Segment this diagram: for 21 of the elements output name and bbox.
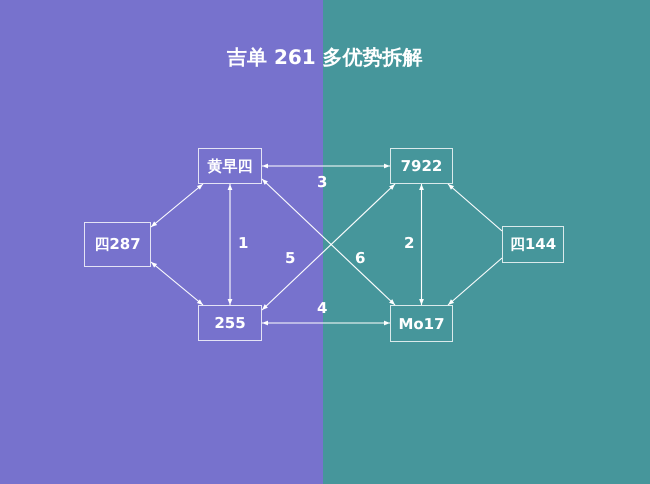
double-arrow — [228, 184, 232, 305]
name-box: 黄早四 — [198, 148, 262, 184]
arrow — [448, 184, 502, 232]
double-arrow — [150, 262, 204, 306]
name-box: Mo17 — [390, 305, 453, 342]
name-box: 四144 — [502, 226, 564, 263]
name-box: 7922 — [390, 148, 453, 184]
edge-label: 3 — [317, 174, 328, 190]
double-arrow — [150, 184, 204, 228]
arrow — [448, 258, 502, 306]
edge-label: 1 — [238, 236, 248, 250]
name-box: 四287 — [84, 222, 151, 267]
double-arrow — [262, 320, 390, 326]
edge-label: 6 — [355, 250, 366, 266]
edge-label: 5 — [285, 250, 296, 266]
double-arrow — [262, 164, 390, 168]
title: 吉单 261 多优势拆解 — [227, 45, 423, 69]
edge-label: 4 — [317, 300, 328, 316]
edge-label: 2 — [404, 236, 414, 250]
name-box: 255 — [198, 305, 262, 341]
double-arrow — [419, 184, 424, 305]
